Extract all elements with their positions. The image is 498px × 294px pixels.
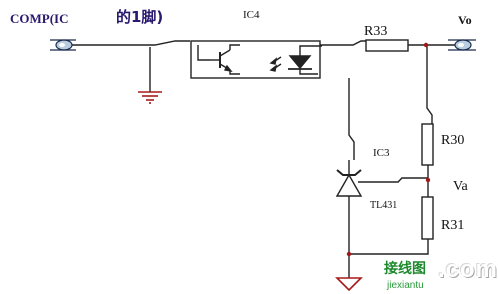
phototransistor-icon: [197, 44, 240, 75]
watermark-url: jiexiantu: [387, 280, 424, 291]
r31-label: R31: [441, 218, 465, 233]
comp-label-suffix: 的1脚): [116, 8, 164, 26]
watermark-brand: 接线图: [384, 261, 426, 277]
led-diode-icon: [288, 45, 322, 75]
resistor-r30: [421, 123, 434, 166]
ic3-label: IC3: [373, 147, 390, 159]
vo-label: Vo: [458, 13, 472, 27]
ground-symbol-opto-icon: [138, 91, 162, 104]
terminal-comp-icon: [50, 39, 76, 51]
comp-label: COMP(IC: [10, 11, 69, 26]
terminal-vo-icon: [448, 39, 476, 51]
wire-r31-bottom: [349, 239, 429, 255]
resistor-r33: [365, 39, 409, 52]
tl431-shunt-regulator-icon: [335, 160, 428, 278]
junction-va: [425, 177, 431, 183]
ic4-label: IC4: [243, 9, 260, 21]
optocoupler-ic4-body: [190, 40, 321, 79]
r30-label: R30: [441, 133, 465, 148]
r33-label: R33: [364, 24, 388, 39]
junction-dots: [346, 42, 431, 257]
va-label: Va: [453, 179, 468, 194]
wire-vo-r30: [426, 45, 433, 124]
resistor-r31: [421, 196, 434, 240]
wire-opto-tl431: [348, 78, 355, 160]
junction-bottom: [346, 251, 352, 257]
wire-comp-input: [72, 40, 190, 46]
watermark-com: .com: [438, 256, 498, 283]
tl431-label: TL431: [370, 200, 398, 211]
ground-symbol-bottom-icon: [335, 277, 363, 292]
wire-opto-r33: [320, 40, 366, 46]
light-arrow-icon: [269, 56, 282, 72]
junction-vo: [423, 42, 429, 48]
